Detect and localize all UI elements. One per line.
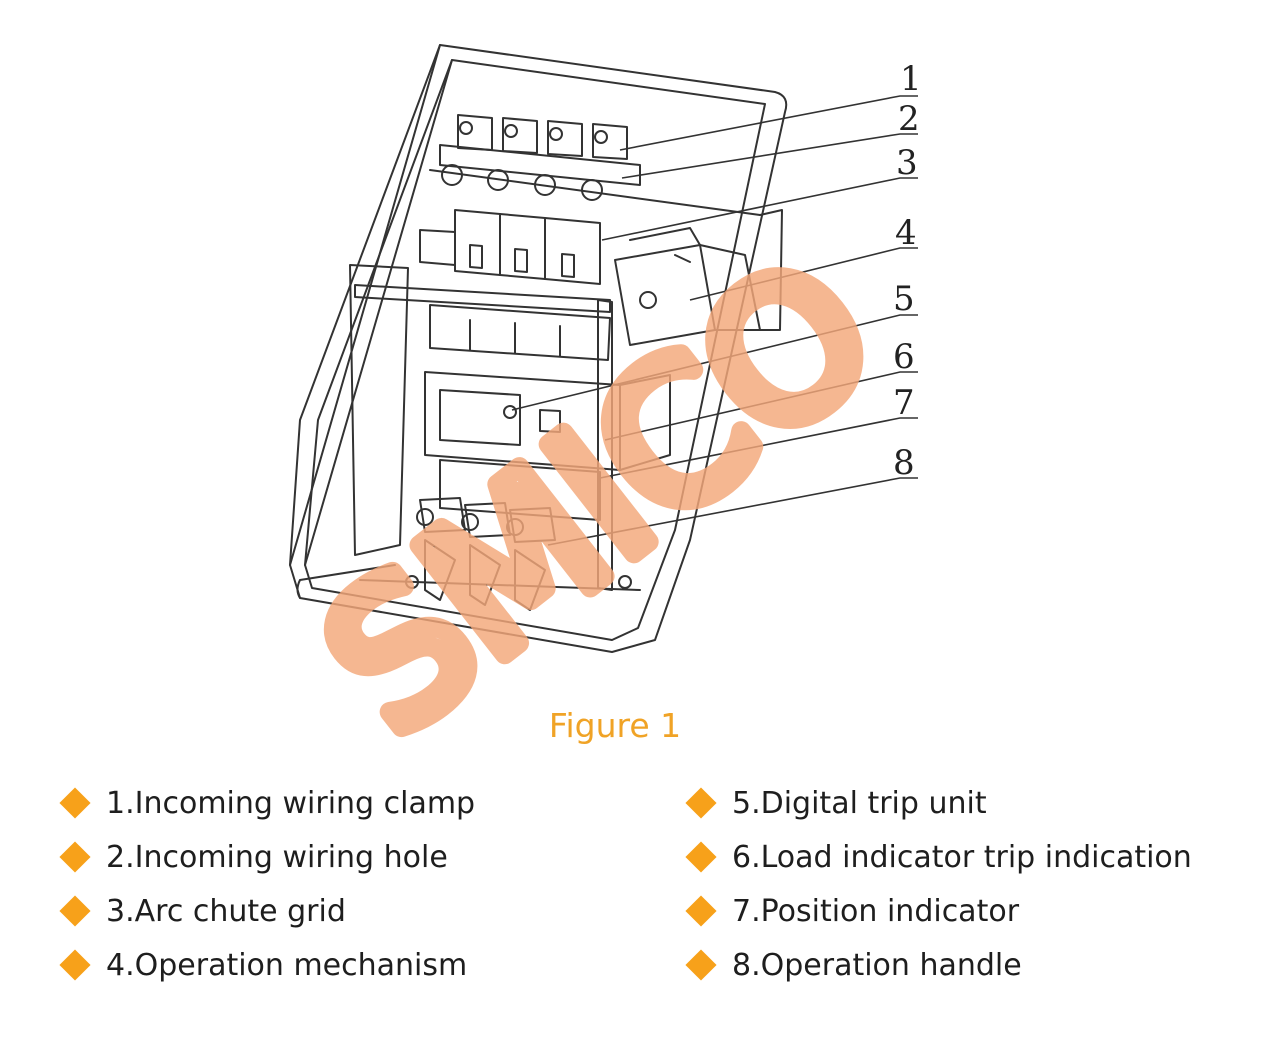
legend-label: 8.Operation handle xyxy=(732,947,1022,983)
legend-label: 2.Incoming wiring hole xyxy=(106,839,448,875)
callout-5: 5 xyxy=(893,279,915,319)
legend-left: 1.Incoming wiring clamp 2.Incoming wirin… xyxy=(58,776,475,992)
operation-mechanism xyxy=(614,227,761,346)
arc-chute-grid xyxy=(419,209,601,285)
figure-caption: Figure 1 xyxy=(548,706,682,745)
frame-outline xyxy=(289,44,788,653)
orange-diamond-icon xyxy=(59,787,91,819)
cross-bar xyxy=(349,264,611,556)
orange-diamond-icon xyxy=(685,841,717,873)
legend-right: 5.Digital trip unit 6.Load indicator tri… xyxy=(684,776,1192,992)
orange-diamond-icon xyxy=(685,949,717,981)
leader-lines xyxy=(511,95,918,546)
callout-3: 3 xyxy=(896,143,918,183)
callout-numbers: 1 2 3 4 5 6 7 8 xyxy=(893,59,922,483)
legend-item: 4.Operation mechanism xyxy=(58,938,475,992)
orange-diamond-icon xyxy=(685,787,717,819)
legend-label: 6.Load indicator trip indication xyxy=(732,839,1192,875)
callout-7: 7 xyxy=(893,383,915,423)
legend-item: 1.Incoming wiring clamp xyxy=(58,776,475,830)
legend-item: 2.Incoming wiring hole xyxy=(58,830,475,884)
legend-item: 3.Arc chute grid xyxy=(58,884,475,938)
orange-diamond-icon xyxy=(59,949,91,981)
orange-diamond-icon xyxy=(59,841,91,873)
callout-2: 2 xyxy=(898,99,920,139)
callout-4: 4 xyxy=(895,213,917,253)
legend-label: 1.Incoming wiring clamp xyxy=(106,785,476,821)
legend-label: 3.Arc chute grid xyxy=(106,893,346,929)
callout-6: 6 xyxy=(893,337,915,377)
legend-item: 5.Digital trip unit xyxy=(684,776,1192,830)
incoming-clamps xyxy=(439,114,641,201)
outgoing-terminals xyxy=(359,459,641,611)
legend-label: 7.Position indicator xyxy=(732,893,1020,929)
legend-label: 4.Operation mechanism xyxy=(106,947,468,983)
legend-item: 7.Position indicator xyxy=(684,884,1192,938)
legend-item: 8.Operation handle xyxy=(684,938,1192,992)
callout-1: 1 xyxy=(900,59,922,99)
legend-label: 5.Digital trip unit xyxy=(732,785,987,821)
orange-diamond-icon xyxy=(685,895,717,927)
callout-8: 8 xyxy=(893,443,915,483)
orange-diamond-icon xyxy=(59,895,91,927)
legend-item: 6.Load indicator trip indication xyxy=(684,830,1192,884)
